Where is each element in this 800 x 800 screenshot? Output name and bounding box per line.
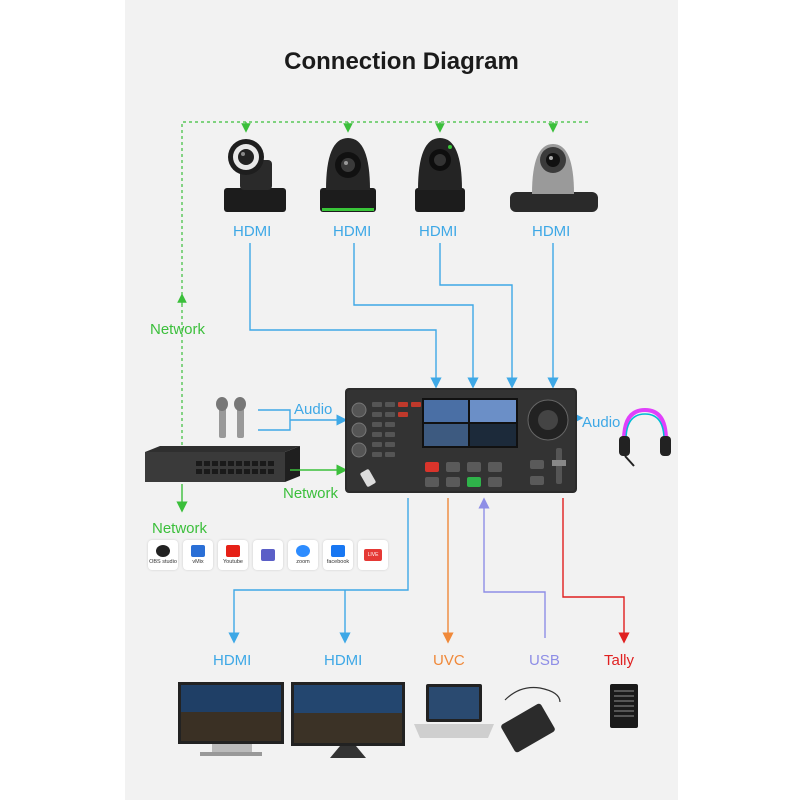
output-hdmi-label-2: HDMI [324,652,363,669]
video-switcher [345,388,577,493]
camera-3 [415,138,465,212]
logo-obs: OBS studio [148,540,178,570]
laptop [414,684,494,738]
hdmi-label-1: HDMI [233,223,272,240]
microphones [216,397,246,438]
logo-zoom: zoom [288,540,318,570]
network-label-mid: Network [283,485,339,502]
camera-4 [510,144,598,212]
network-label-bottom: Network [152,520,208,537]
network-switch [145,446,300,482]
logo-teams [253,540,283,570]
output-hdmi-label-1: HDMI [213,652,252,669]
obs-icon [156,545,170,557]
zoom-icon [296,545,310,557]
output-uvc-label: UVC [433,652,465,669]
network-bus [177,121,590,445]
camera-2 [320,138,376,212]
monitor-2 [291,682,405,758]
hdmi-label-4: HDMI [532,223,571,240]
logo-facebook: facebook [323,540,353,570]
live-icon: LIVE [364,549,382,561]
facebook-icon [331,545,345,557]
output-tally-label: Tally [604,652,635,669]
hdmi-label-3: HDMI [419,223,458,240]
audio-in-label: Audio [294,401,333,418]
youtube-icon [226,545,240,557]
output-usb-label: USB [529,652,560,669]
camera-1 [224,139,286,212]
usb-drive [501,686,561,753]
diagram-title: Connection Diagram [284,48,519,75]
logo-youtube: Youtube [218,540,248,570]
vmix-icon [191,545,205,557]
logo-live: LIVE [358,540,388,570]
network-label-top: Network [150,321,206,338]
audio-out-label: Audio [582,414,621,431]
hdmi-label-2: HDMI [333,223,372,240]
teams-icon [261,549,275,561]
tally-box [610,684,638,728]
logo-vmix: vMix [183,540,213,570]
monitor-1 [178,682,284,756]
headset [619,407,671,467]
